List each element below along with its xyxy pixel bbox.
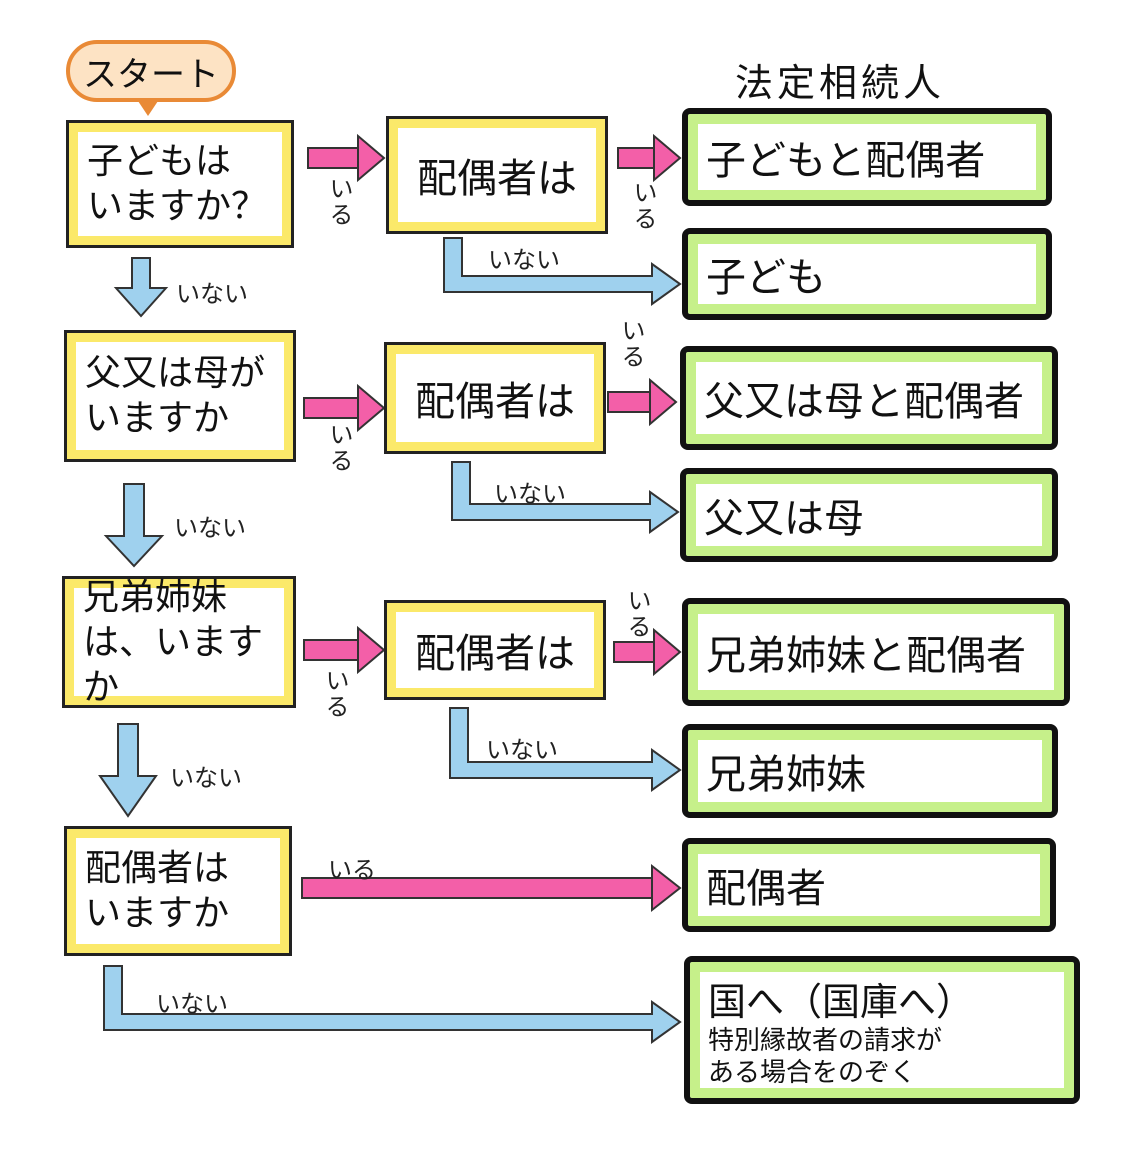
result-spouse: 配偶者 [682, 838, 1056, 932]
result-text: 子どもと配偶者 [706, 138, 986, 184]
result-text: 国へ（国庫へ） [708, 980, 975, 1025]
result-siblings-and-spouse: 兄弟姉妹と配偶者 [682, 598, 1070, 706]
result-national-treasury: 国へ（国庫へ） 特別縁故者の請求が ある場合をのぞく [684, 956, 1080, 1104]
question-line: いますか [85, 398, 230, 439]
yes-arrow [307, 133, 386, 183]
yes-arrow [607, 377, 678, 427]
no-arrow [98, 723, 158, 818]
result-siblings: 兄弟姉妹 [682, 724, 1058, 818]
spouse-question-3: 配偶者は [384, 600, 606, 700]
question-line: は、いますか [83, 621, 264, 708]
result-note: 特別縁故者の請求が [708, 1026, 943, 1057]
result-note: ある場合をのぞく [708, 1057, 917, 1088]
result-text: 父又は母 [704, 496, 864, 542]
yes-label: いる [617, 318, 645, 370]
start-bubble: スタート [66, 40, 236, 116]
no-arrow [103, 965, 682, 1044]
yes-arrow [617, 133, 682, 183]
question-children: 子どもは いますか？ [66, 120, 294, 248]
question-line: いますか？ [87, 186, 268, 227]
yes-arrow [303, 383, 386, 433]
no-label: いない [174, 514, 246, 542]
result-text: 父又は母と配偶者 [704, 379, 1024, 425]
yes-label: いる [629, 180, 657, 232]
no-label: いない [176, 280, 248, 308]
question-line: 兄弟姉妹 [83, 576, 228, 618]
result-parent-and-spouse: 父又は母と配偶者 [680, 346, 1058, 450]
result-text: 配偶者 [706, 866, 826, 912]
spouse-question-text: 配偶者は [415, 631, 575, 677]
no-arrow [103, 483, 165, 568]
question-siblings: 兄弟姉妹 は、いますか [62, 576, 296, 708]
yes-label: いる [623, 588, 651, 640]
spouse-question-2: 配偶者は [384, 342, 606, 454]
yes-label: いる [328, 856, 376, 884]
no-label: いない [486, 736, 558, 764]
yes-label: いる [325, 422, 353, 474]
spouse-question-text: 配偶者は [415, 379, 575, 425]
result-children: 子ども [682, 228, 1052, 320]
result-text: 子ども [706, 255, 826, 301]
no-label: いない [156, 990, 228, 1018]
yes-label: いる [321, 668, 349, 720]
result-text: 兄弟姉妹と配偶者 [706, 633, 1026, 679]
question-spouse: 配偶者は いますか [64, 826, 292, 956]
no-arrow [443, 237, 682, 306]
yes-label: いる [325, 176, 353, 228]
yes-arrow [303, 625, 386, 675]
no-arrow [449, 707, 682, 792]
result-children-and-spouse: 子どもと配偶者 [682, 108, 1052, 206]
no-label: いない [170, 764, 242, 792]
no-arrow [451, 461, 680, 534]
question-line: 父又は母が [85, 353, 266, 394]
yes-arrow [613, 627, 682, 677]
start-label: スタート [66, 40, 236, 102]
no-label: いない [494, 480, 566, 508]
start-bubble-tail [136, 98, 160, 116]
yes-arrow [301, 863, 682, 913]
question-parents: 父又は母が いますか [64, 330, 296, 462]
no-label: いない [488, 246, 560, 274]
heading-legal-heirs: 法定相続人 [735, 61, 946, 105]
spouse-question-text: 配偶者は [417, 156, 577, 202]
spouse-question-1: 配偶者は [386, 116, 608, 234]
question-line: 配偶者は [85, 848, 230, 889]
result-parent: 父又は母 [680, 468, 1058, 562]
no-arrow [113, 257, 169, 318]
question-line: いますか [85, 893, 230, 934]
question-line: 子どもは [87, 141, 232, 182]
result-text: 兄弟姉妹 [706, 752, 866, 798]
